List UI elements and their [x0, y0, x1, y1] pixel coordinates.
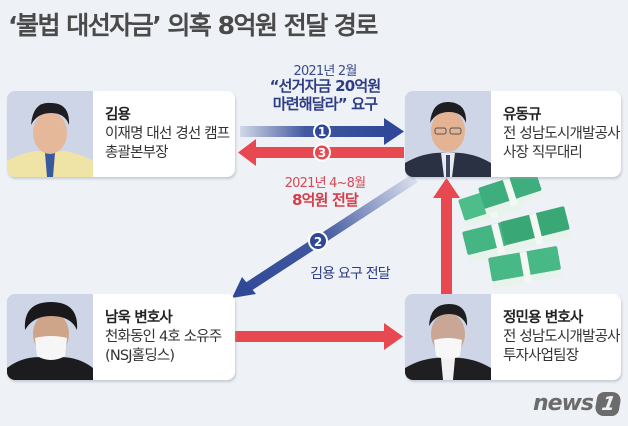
- logo-text: news: [532, 391, 594, 416]
- person-photo-icon: [405, 294, 491, 380]
- step3-text: 8억원 전달: [291, 191, 359, 209]
- arrow-step2: 2: [232, 173, 418, 298]
- svg-text:1: 1: [318, 125, 326, 139]
- person-role-line1: 전 성남도시개발공사: [503, 126, 620, 142]
- photo-jung: [405, 294, 491, 380]
- person-role-line2: 사장 직무대리: [503, 145, 583, 161]
- step2-text: 김용 요구 전달: [310, 266, 391, 282]
- person-card-nam: 남욱 변호사 천화동인 4호 소유주 (NSJ홀딩스): [7, 294, 235, 380]
- person-name: 김용: [105, 107, 131, 123]
- person-role-line2: (NSJ홀딩스): [105, 348, 175, 364]
- photo-nam: [7, 294, 93, 380]
- logo-mark: 1: [593, 391, 623, 416]
- person-role-line2: 총괄본부장: [105, 145, 169, 161]
- news1-logo: news 1: [532, 391, 623, 416]
- step1-text-line1: “선거자금 20억원: [269, 77, 382, 95]
- photo-yoo: [405, 91, 491, 177]
- step1-text: “선거자금 20억원 마련해달라” 요구: [240, 77, 410, 113]
- arrow-nam-to-jung: [235, 323, 403, 350]
- person-photo-icon: [405, 91, 491, 177]
- person-card-yoo: 유동규 전 성남도시개발공사 사장 직무대리: [405, 91, 621, 177]
- person-name: 남욱 변호사: [105, 310, 173, 326]
- person-name: 유동규: [503, 107, 541, 123]
- person-role-line1: 천화동인 4호 소유주: [105, 329, 222, 345]
- person-role-line1: 전 성남도시개발공사: [503, 329, 620, 345]
- person-name: 정민용 변호사: [503, 310, 583, 326]
- person-card-jung: 정민용 변호사 전 성남도시개발공사 투자사업팀장: [405, 294, 621, 380]
- person-card-kim: 김용 이재명 대선 경선 캠프 총괄본부장: [7, 91, 235, 177]
- person-photo-icon: [7, 91, 93, 177]
- arrow-step1: 1: [240, 118, 404, 145]
- step1-text-line2: 마련해달라” 요구: [272, 95, 378, 113]
- arrow-step3: 3: [238, 139, 404, 166]
- svg-text:2: 2: [314, 235, 322, 249]
- svg-text:3: 3: [318, 146, 326, 160]
- photo-kim: [7, 91, 93, 177]
- person-role-line2: 투자사업팀장: [503, 348, 579, 364]
- arrow-jung-to-yoo: [433, 178, 460, 294]
- step3-date: 2021년 4~8월: [284, 176, 366, 191]
- step1-date: 2021년 2월: [293, 64, 357, 79]
- money-stack-icon: [458, 169, 572, 289]
- page-title: ‘불법 대선자금’ 의혹 8억원 전달 경로: [8, 11, 378, 40]
- person-photo-icon: [7, 294, 93, 380]
- person-role-line1: 이재명 대선 경선 캠프: [105, 126, 230, 142]
